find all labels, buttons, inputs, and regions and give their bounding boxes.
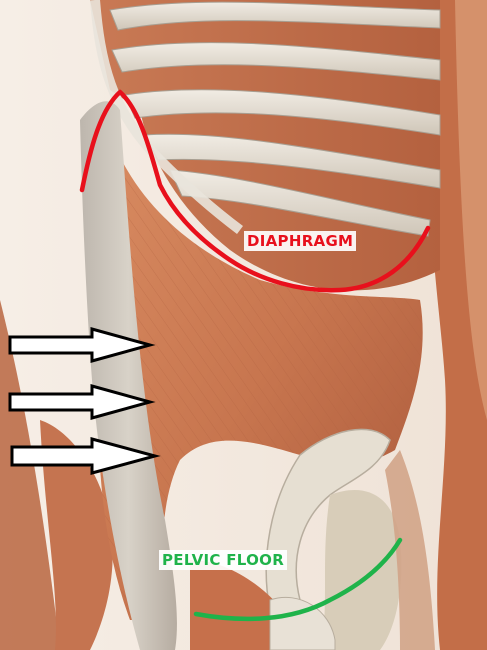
pelvic-floor-label: PELVIC FLOOR [159, 550, 287, 570]
diaphragm-label: DIAPHRAGM [244, 231, 356, 251]
